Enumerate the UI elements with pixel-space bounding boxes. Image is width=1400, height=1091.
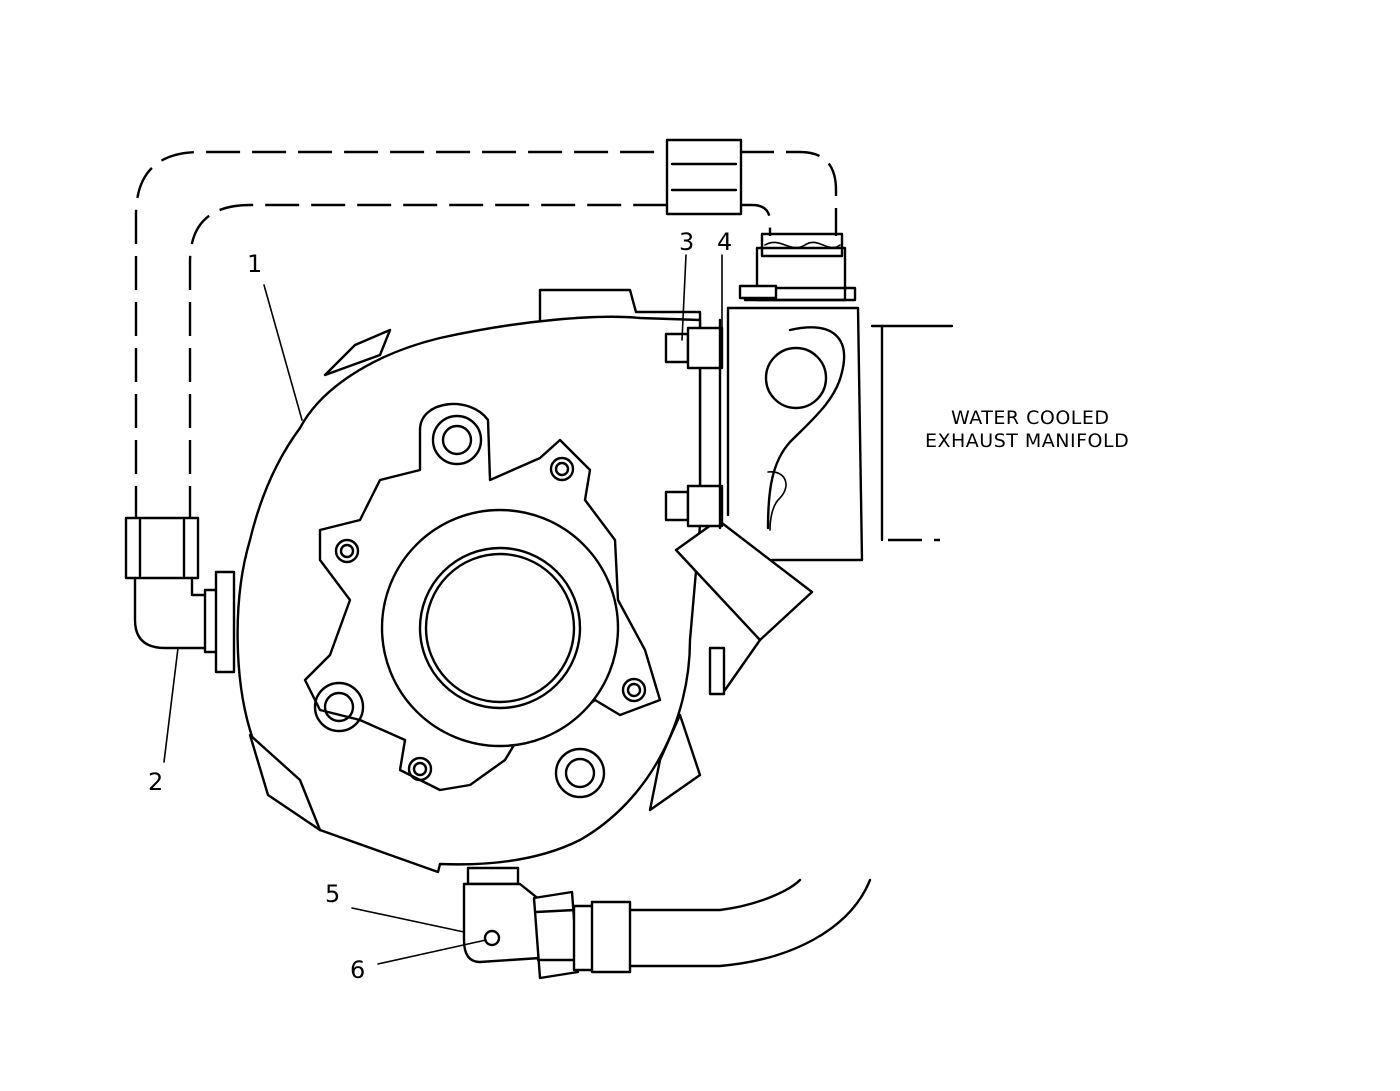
inlet-elbow-fitting xyxy=(124,516,236,674)
exhaust-manifold xyxy=(726,232,954,562)
leader-lines xyxy=(163,254,723,965)
callout-3: 3 xyxy=(679,228,694,256)
manifold-label-line1: WATER COOLED xyxy=(951,407,1110,429)
callout-4: 4 xyxy=(717,228,732,256)
callout-1: 1 xyxy=(247,250,262,278)
pipe-union-fitting-top xyxy=(665,138,743,216)
bolt-3 xyxy=(664,332,690,364)
bolt-4 xyxy=(664,490,690,522)
callout-6: 6 xyxy=(350,956,365,984)
callout-2: 2 xyxy=(148,768,163,796)
coolant-return-pipe xyxy=(134,138,838,520)
drain-fitting xyxy=(462,866,872,980)
compressor-flange xyxy=(303,402,662,799)
drain-plug xyxy=(483,929,501,947)
callout-5: 5 xyxy=(325,880,340,908)
manifold-label-line2: EXHAUST MANIFOLD xyxy=(925,430,1129,452)
